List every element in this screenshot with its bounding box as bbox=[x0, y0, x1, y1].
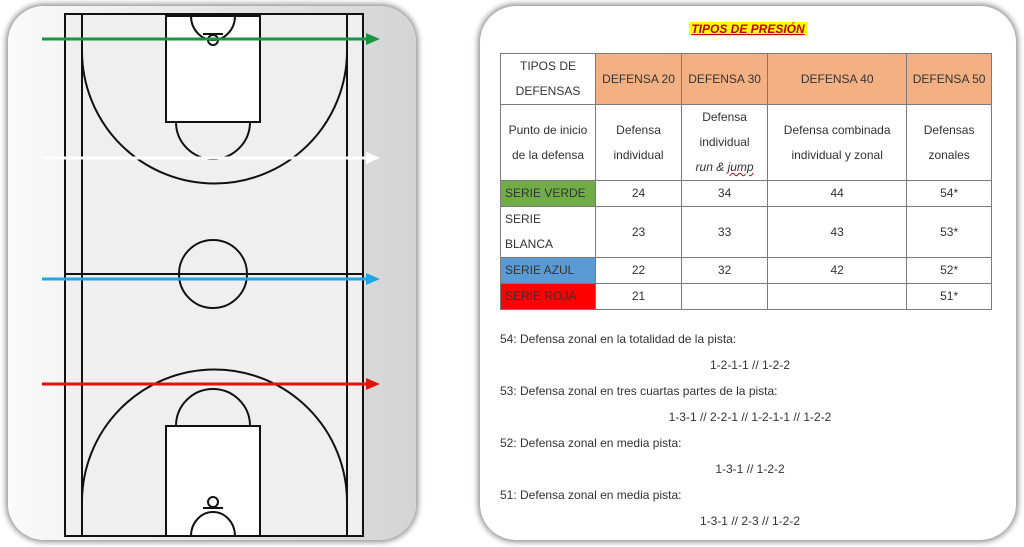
table-cell: 43 bbox=[767, 206, 908, 258]
table-cell: 44 bbox=[767, 180, 908, 207]
restricted-arc-bottom bbox=[190, 511, 236, 537]
start-row-d30-runjump-text: run & jump bbox=[695, 160, 754, 174]
title-text: TIPOS DE PRESIÓN bbox=[689, 22, 807, 36]
table-panel: TIPOS DE PRESIÓN TIPOS DE DEFENSAS DEFEN… bbox=[480, 6, 1016, 540]
press-types-table: TIPOS DE DEFENSAS DEFENSA 20 DEFENSA 30 … bbox=[500, 53, 992, 310]
note-title: 51: Defensa zonal en media pista: bbox=[500, 488, 682, 502]
header-cell-d40: DEFENSA 40 bbox=[767, 53, 908, 105]
start-row-d30-main: Defensa individual bbox=[699, 110, 750, 149]
three-point-arc-top bbox=[81, 16, 348, 185]
table-cell bbox=[681, 283, 769, 310]
page-title: TIPOS DE PRESIÓN bbox=[480, 20, 1016, 38]
note-formula: 1-3-1 // 2-3 // 1-2-2 bbox=[699, 514, 801, 528]
table-row: SERIE AZUL 22 32 42 52* bbox=[500, 257, 992, 284]
table-cell: 34 bbox=[681, 180, 769, 207]
table-cell: 52* bbox=[906, 257, 992, 284]
free-throw-arc-bottom bbox=[175, 388, 251, 427]
arrow-red-head-icon bbox=[366, 378, 380, 390]
table-cell: 33 bbox=[681, 206, 769, 258]
arrow-white-head-icon bbox=[366, 152, 380, 164]
table-cell: 51* bbox=[906, 283, 992, 310]
start-row-label: Punto de inicio de la defensa bbox=[500, 104, 596, 181]
table-cell: 24 bbox=[594, 180, 683, 207]
table-header-row: TIPOS DE DEFENSAS DEFENSA 20 DEFENSA 30 … bbox=[500, 53, 992, 105]
row-label-serie-blanca: SERIE BLANCA bbox=[500, 206, 596, 258]
table-row: SERIE VERDE 24 34 44 54* bbox=[500, 180, 992, 207]
header-cell-d50: DEFENSA 50 bbox=[906, 53, 992, 105]
key-top bbox=[165, 15, 261, 123]
note-formula: 1-3-1 // 1-2-2 bbox=[715, 462, 785, 476]
table-cell bbox=[767, 283, 908, 310]
start-row-d30: Defensa individual run & jump bbox=[681, 104, 769, 181]
note-formula: 1-3-1 // 2-2-1 // 1-2-1-1 // 1-2-2 bbox=[668, 410, 832, 424]
table-cell: 22 bbox=[594, 257, 683, 284]
note-title: 54: Defensa zonal en la totalidad de la … bbox=[500, 332, 737, 346]
table-cell: 54* bbox=[906, 180, 992, 207]
arrow-green-head-icon bbox=[366, 33, 380, 45]
table-cell: 53* bbox=[906, 206, 992, 258]
press-start-arrows bbox=[42, 33, 380, 390]
note-title: 53: Defensa zonal en tres cuartas partes… bbox=[500, 384, 778, 398]
start-row-d30-runjump: run & jump bbox=[696, 160, 754, 174]
key-bottom bbox=[165, 425, 261, 537]
table-cell: 32 bbox=[681, 257, 769, 284]
row-label-serie-verde: SERIE VERDE bbox=[500, 180, 596, 207]
header-cell-d30: DEFENSA 30 bbox=[681, 53, 769, 105]
start-row-d20: Defensa individual bbox=[594, 104, 683, 181]
court-panel bbox=[8, 6, 416, 540]
table-cell: 21 bbox=[594, 283, 683, 310]
row-label-serie-roja: SERIE ROJA bbox=[500, 283, 596, 310]
table-start-row: Punto de inicio de la defensa Defensa in… bbox=[500, 104, 992, 181]
header-cell-d20: DEFENSA 20 bbox=[594, 53, 683, 105]
arrow-blue-head-icon bbox=[366, 273, 380, 285]
note-formula: 1-2-1-1 // 1-2-2 bbox=[709, 358, 791, 372]
header-cell-types: TIPOS DE DEFENSAS bbox=[500, 53, 596, 105]
basketball-court-diagram bbox=[42, 13, 380, 537]
spellcheck-squiggle: jump bbox=[727, 160, 754, 174]
note-title: 52: Defensa zonal en media pista: bbox=[500, 436, 682, 450]
start-row-d40: Defensa combinada individual y zonal bbox=[767, 104, 908, 181]
three-point-arc-bottom bbox=[81, 368, 348, 536]
table-row: SERIE BLANCA 23 33 43 53* bbox=[500, 206, 992, 258]
table-cell: 23 bbox=[594, 206, 683, 258]
row-label-serie-azul: SERIE AZUL bbox=[500, 257, 596, 284]
center-circle bbox=[178, 239, 248, 309]
table-cell: 42 bbox=[767, 257, 908, 284]
start-row-d50: Defensas zonales bbox=[906, 104, 992, 181]
table-row: SERIE ROJA 21 51* bbox=[500, 283, 992, 310]
